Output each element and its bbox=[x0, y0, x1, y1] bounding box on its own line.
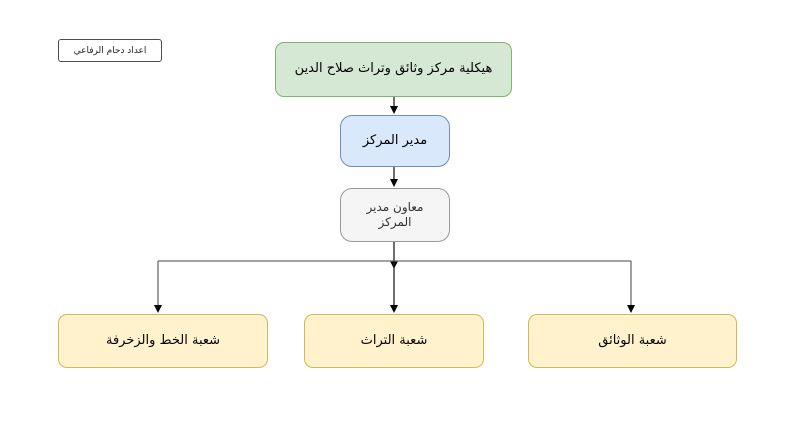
arrowhead-documents bbox=[627, 305, 635, 313]
node-calligraphy-division: شعبة الخط والزخرفة bbox=[58, 314, 268, 368]
node-center-structure-title: هيكلية مركز وثائق وتراث صلاح الدين bbox=[275, 42, 512, 97]
node-documents-division: شعبة الوثائق bbox=[528, 314, 737, 368]
node-center-director: مدير المركز bbox=[340, 115, 450, 167]
node-label: شعبة الوثائق bbox=[598, 332, 667, 348]
node-heritage-division: شعبة التراث bbox=[304, 314, 484, 368]
node-label: شعبة الخط والزخرفة bbox=[105, 332, 221, 348]
attribution-badge: اعداد دحام الرفاعي bbox=[58, 39, 162, 62]
node-label: معاون مدير المركز bbox=[366, 200, 424, 229]
arrowhead-assistant bbox=[390, 179, 398, 187]
node-label: مدير المركز bbox=[362, 132, 428, 148]
arrowhead-director bbox=[390, 106, 398, 114]
attribution-label: اعداد دحام الرفاعي bbox=[73, 45, 147, 56]
node-assistant-director: معاون مدير المركز bbox=[340, 188, 450, 242]
arrowhead-calligraphy bbox=[154, 305, 162, 313]
node-label: هيكلية مركز وثائق وتراث صلاح الدين bbox=[294, 61, 493, 77]
node-label: شعبة التراث bbox=[360, 332, 428, 348]
arrowhead-heritage bbox=[390, 305, 398, 313]
